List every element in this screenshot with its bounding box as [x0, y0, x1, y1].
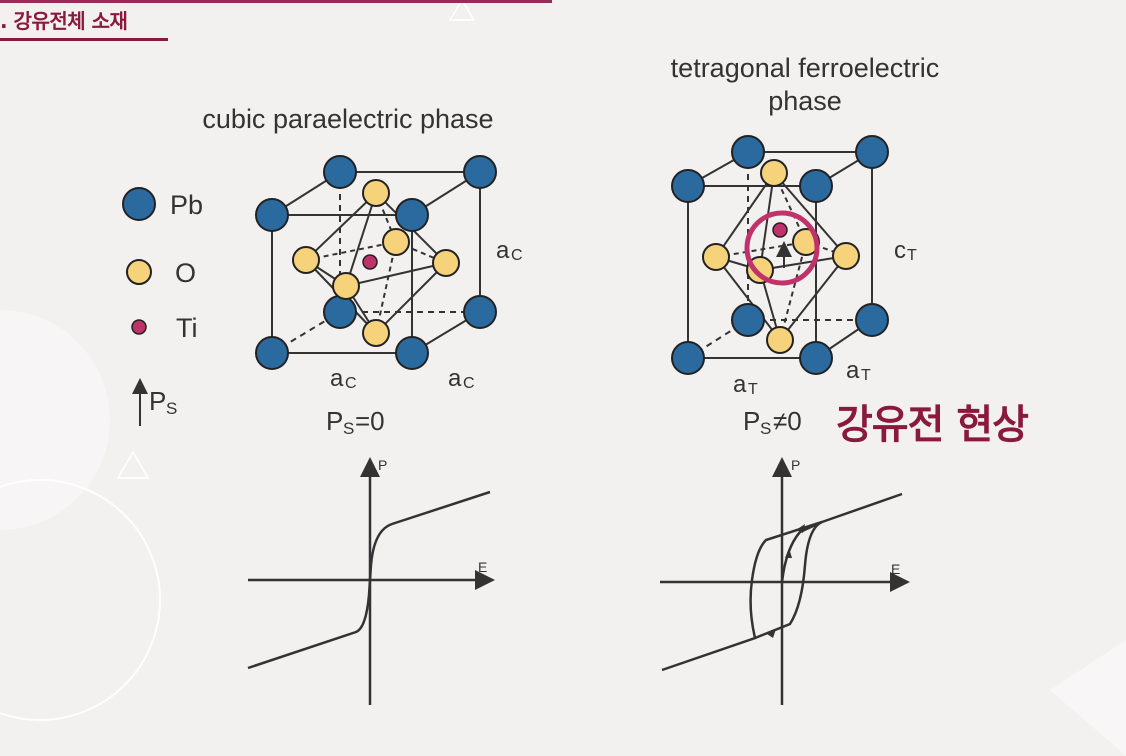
header-bar	[0, 0, 552, 3]
o-atom	[746, 256, 774, 284]
cubic-a-label-front: a	[330, 365, 344, 392]
tetragonal-ps-sub: S	[760, 419, 771, 438]
ferroelectric-phenomenon-label: 강유전 현상	[836, 402, 1029, 448]
pb-atom	[855, 135, 889, 169]
graph2-p-label: P	[791, 457, 800, 473]
cubic-title: cubic paraelectric phase	[202, 104, 493, 134]
pb-atom	[731, 135, 765, 169]
graph1-p-label: P	[378, 457, 387, 473]
tetragonal-title-line1: tetragonal ferroelectric	[671, 53, 940, 83]
o-atom-legend	[126, 259, 152, 285]
graph2-e-label: E	[891, 561, 900, 577]
graph1-e-label: E	[478, 559, 487, 575]
cubic-atoms	[255, 155, 497, 370]
o-atom	[332, 272, 360, 300]
pb-atom	[671, 169, 705, 203]
paraelectric-pe-graph	[247, 457, 495, 705]
arrow-virgin-icon	[785, 548, 792, 558]
cubic-a-sub-right: C	[511, 247, 523, 264]
ti-highlight-circle	[744, 210, 820, 286]
tetragonal-a-sub-side: T	[861, 367, 871, 384]
cubic-a-label-side: a	[448, 365, 462, 392]
tetragonal-ps-value: ≠0	[773, 406, 802, 436]
cubic-a-label-right: a	[496, 237, 510, 264]
pb-atom	[255, 336, 289, 370]
tetragonal-c-sub: T	[907, 247, 917, 264]
ti-atom-legend	[131, 319, 147, 335]
o-atom	[766, 326, 794, 354]
ferroelectric-hysteresis-graph	[660, 457, 910, 705]
cubic-a-sub-side: C	[463, 375, 475, 392]
cubic-ps-sub: S	[343, 419, 354, 438]
ti-atom	[362, 254, 378, 270]
legend-ti-label: Ti	[176, 313, 198, 343]
pb-atom	[323, 295, 357, 329]
tetragonal-ps-main: P	[743, 406, 760, 436]
legend: Pb O Ti P S	[122, 187, 203, 426]
hysteresis-direction-arrows	[767, 524, 805, 638]
o-atom	[432, 249, 460, 277]
section-title-underline	[0, 38, 168, 41]
cubic-ps-value: =0	[355, 406, 385, 436]
pb-atom	[731, 303, 765, 337]
arrow-up-icon	[796, 524, 805, 533]
pb-atom	[463, 295, 497, 329]
ti-atom	[772, 222, 788, 238]
section-title: . 강유전체 소재	[0, 8, 128, 33]
pb-atom	[671, 341, 705, 375]
tetragonal-a-label-front: a	[733, 371, 747, 398]
legend-o-label: O	[175, 258, 196, 288]
tetragonal-atoms	[671, 135, 889, 375]
o-atom	[382, 228, 410, 256]
legend-ps-sub: S	[166, 399, 177, 418]
tetragonal-c-label: c	[894, 237, 906, 264]
o-atom	[702, 243, 730, 271]
tetragonal-a-label-side: a	[846, 357, 860, 384]
cubic-ps-main: P	[326, 406, 343, 436]
o-atom	[760, 159, 788, 187]
pb-atom	[799, 341, 833, 375]
pb-atom	[799, 169, 833, 203]
arrow-right-icon	[767, 629, 776, 638]
legend-pb-label: Pb	[170, 190, 203, 220]
cubic-a-sub-front: C	[345, 375, 357, 392]
pb-atom	[463, 155, 497, 189]
pb-atom	[395, 198, 429, 232]
tetragonal-a-sub-front: T	[748, 381, 758, 398]
pb-atom-legend	[122, 187, 156, 221]
pb-atom	[395, 336, 429, 370]
legend-ps-main: P	[149, 386, 166, 416]
o-atom	[362, 179, 390, 207]
o-atom	[362, 319, 390, 347]
pb-atom	[855, 303, 889, 337]
o-atom	[832, 242, 860, 270]
o-atom	[292, 246, 320, 274]
pb-atom	[323, 155, 357, 189]
pb-atom	[255, 198, 289, 232]
tetragonal-title-line2: phase	[768, 86, 842, 116]
